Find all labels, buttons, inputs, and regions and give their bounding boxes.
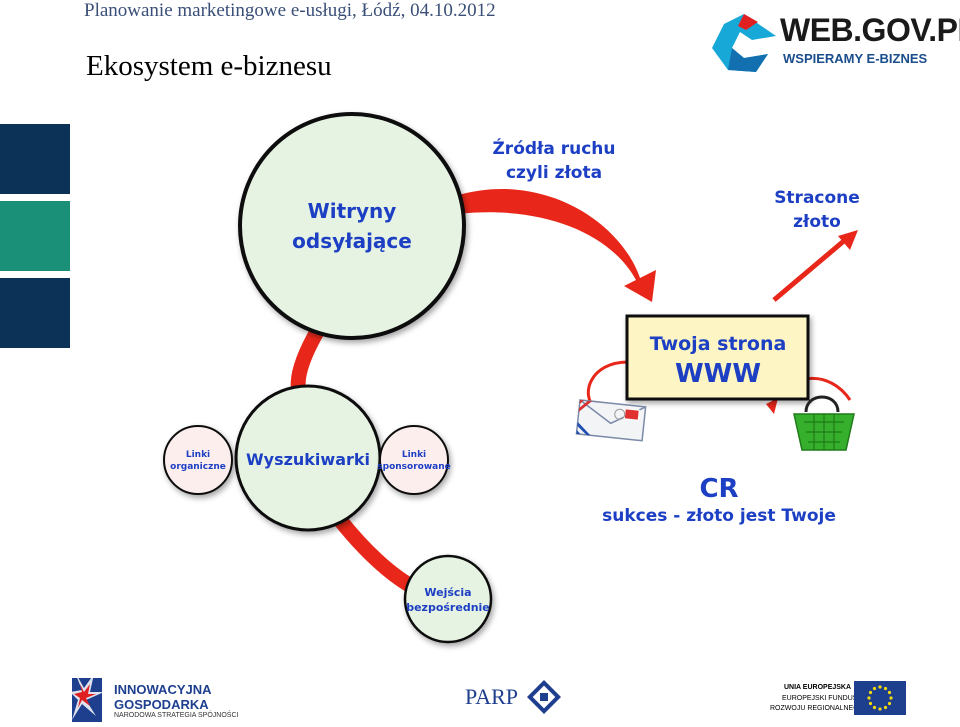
lost-gold-line1: Stracone bbox=[774, 188, 860, 208]
brand-name: WEB.GOV.PL bbox=[780, 12, 960, 48]
referring-sites-bubble bbox=[238, 112, 466, 340]
parp-icon bbox=[527, 680, 561, 714]
eu-line2: EUROPEJSKI FUNDUSZ bbox=[782, 695, 862, 702]
brand-tagline: WSPIERAMY E-BIZNES bbox=[783, 51, 928, 66]
eu-line3: ROZWOJU REGIONALNEGO bbox=[770, 705, 865, 712]
direct-entries-line2: bezpośrednie bbox=[406, 601, 490, 614]
slide-title: Ekosystem e-biznesu bbox=[86, 50, 332, 82]
web-gov-logo-icon bbox=[712, 14, 776, 72]
side-block-navy-bottom bbox=[0, 278, 70, 348]
organic-links-line2: organiczne bbox=[170, 462, 226, 472]
shopping-basket-icon bbox=[793, 395, 855, 451]
innovative-economy-icon bbox=[70, 670, 104, 722]
parp-logo: PARP bbox=[465, 680, 565, 716]
innovative-economy-logo: INNOWACYJNA GOSPODARKA NARODOWA STRATEGI… bbox=[70, 670, 240, 722]
organic-links-line1: Linki bbox=[186, 450, 210, 460]
traffic-arrow bbox=[455, 188, 656, 302]
connector-search-to-direct bbox=[334, 515, 422, 597]
referring-sites-line1: Witryny bbox=[308, 199, 397, 223]
eu-flag-icon bbox=[854, 681, 906, 715]
eu-line1: UNIA EUROPEJSKA bbox=[784, 684, 852, 691]
side-block-navy-top bbox=[0, 124, 70, 194]
side-block-teal bbox=[0, 201, 70, 271]
slide-header: Planowanie marketingowe e-usługi, Łódź, … bbox=[84, 0, 496, 21]
search-engines-label: Wyszukiwarki bbox=[246, 450, 370, 469]
your-site-line2: WWW bbox=[675, 359, 761, 389]
your-site-box bbox=[625, 314, 810, 401]
traffic-sources-line2: czyli złota bbox=[506, 163, 602, 183]
innovative-economy-line3: NARODOWA STRATEGIA SPÓJNOŚCI bbox=[114, 712, 239, 719]
cr-title: CR bbox=[699, 474, 738, 504]
innovative-economy-line2: GOSPODARKA bbox=[114, 697, 209, 712]
organic-links-bubble bbox=[163, 425, 233, 495]
traffic-sources-line1: Źródła ruchu bbox=[492, 137, 615, 159]
eu-logo: UNIA EUROPEJSKA EUROPEJSKI FUNDUSZ ROZWO… bbox=[768, 680, 908, 716]
innovative-economy-line1: INNOWACYJNA bbox=[114, 682, 212, 697]
direct-entries-bubble bbox=[403, 554, 493, 644]
lost-gold-arrow-icon bbox=[772, 230, 858, 302]
your-site-line1: Twoja strona bbox=[650, 333, 787, 355]
referring-sites-line2: odsyłające bbox=[292, 229, 412, 253]
lost-gold-line2: złoto bbox=[793, 212, 841, 232]
sponsored-links-line1: Linki bbox=[402, 450, 426, 460]
sponsored-links-line2: sponsorowane bbox=[377, 462, 450, 472]
parp-label: PARP bbox=[465, 684, 519, 709]
sponsored-links-bubble bbox=[379, 425, 449, 495]
envelope-icon bbox=[575, 399, 647, 442]
cr-subtitle: sukces - złoto jest Twoje bbox=[602, 506, 836, 526]
direct-entries-line1: Wejścia bbox=[424, 586, 471, 599]
